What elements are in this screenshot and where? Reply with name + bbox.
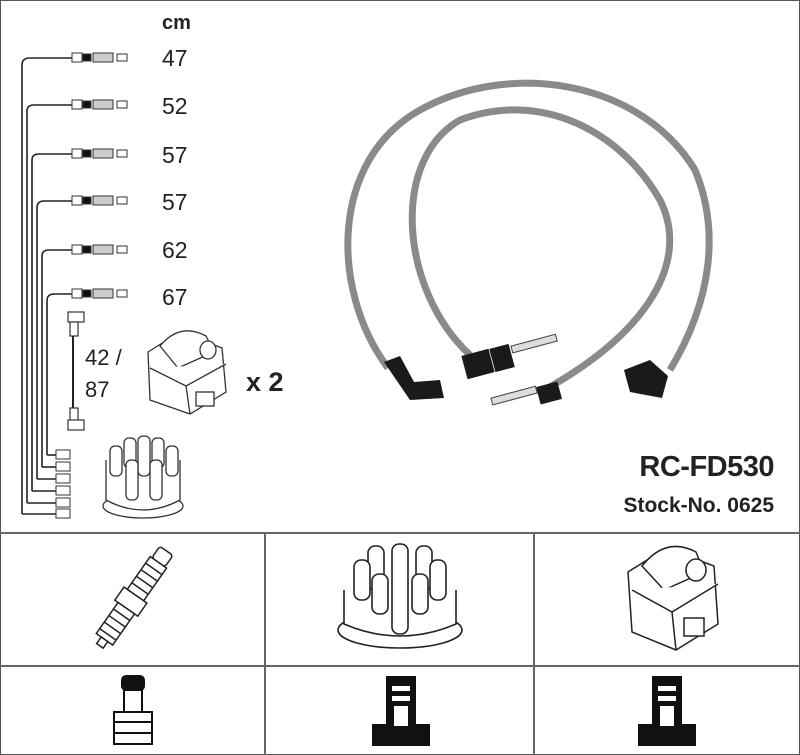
ignition-coil-icon: [147, 330, 227, 415]
divider-col1: [264, 532, 266, 755]
lead-length-4: 57: [162, 189, 188, 215]
terminal-cap-icon: [372, 676, 430, 746]
terminal-spark-plug-icon: [113, 675, 153, 745]
coil-quantity: x 2: [246, 367, 284, 397]
lead-length-2: 52: [162, 93, 188, 119]
ignition-cables-icon: [344, 79, 713, 392]
divider-main: [0, 532, 800, 534]
divider-col2: [533, 532, 535, 755]
stock-number: Stock-No. 0625: [623, 494, 774, 517]
distributor-cap-large-icon: [337, 543, 463, 649]
coil-lead-icon: [67, 311, 85, 431]
lead-length-5: 62: [162, 237, 188, 263]
unit-label: cm: [162, 12, 191, 34]
coil-lead-length-bottom: 87: [85, 377, 110, 402]
lead-length-6: 67: [162, 284, 188, 310]
cable-boots-icon: [384, 343, 668, 405]
cable-terminals-icon: [490, 333, 558, 406]
coil-lead-length-top: 42 /: [85, 345, 122, 370]
distributor-cap-icon: [102, 435, 184, 519]
spark-plug-icon: [95, 546, 173, 650]
lead-wires-icon: [21, 57, 72, 515]
lead-length-3: 57: [162, 142, 188, 168]
divider-grid: [0, 665, 800, 667]
part-number: RC-FD530: [639, 451, 774, 483]
lead-connector-icons: [55, 52, 128, 519]
terminal-coil-icon: [638, 676, 696, 746]
lead-length-1: 47: [162, 45, 188, 71]
ignition-coil-large-icon: [627, 545, 719, 651]
